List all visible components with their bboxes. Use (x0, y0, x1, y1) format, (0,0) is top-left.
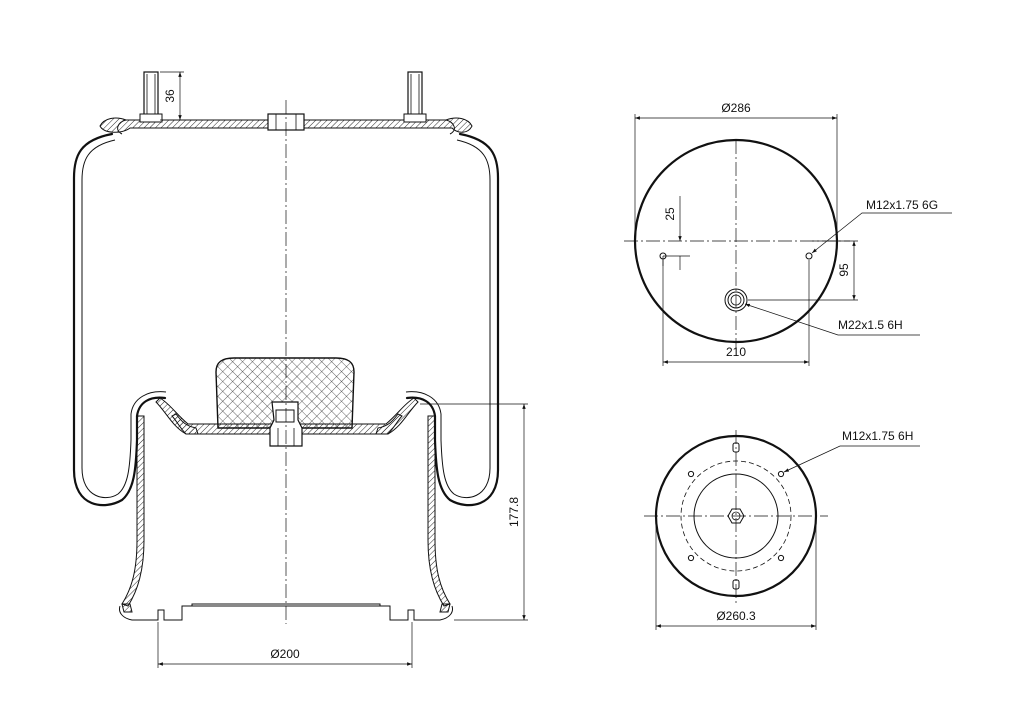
section-view: 36 177.8 Ø200 (72, 71, 528, 668)
bellows-outer-wall (72, 132, 167, 507)
bottom-view: Ø260.3 M12x1.75 6H (644, 429, 920, 630)
top-view: Ø286 25 95 210 M12x1.75 6G M22x1.5 6H (624, 101, 952, 366)
bellows-inner-wall (81, 139, 167, 498)
air-inlet-circle-outer (724, 288, 748, 312)
dim-hole-spacing: 210 (726, 345, 746, 359)
right-stud (407, 71, 423, 121)
callout-air-inlet-thread: M22x1.5 6H (838, 318, 903, 332)
dim-offset-95: 95 (837, 263, 851, 277)
dim-bottom-bolt-circle: Ø260.3 (716, 609, 756, 623)
bellows-outer-wall-right (405, 132, 500, 507)
dim-top-dia: Ø286 (721, 101, 751, 115)
dim-stud-length: 36 (163, 89, 177, 103)
bellows-inner-wall-right (405, 139, 491, 498)
dim-piston-height: 177.8 (507, 497, 521, 527)
center-nut (727, 508, 745, 524)
piston-base (119, 603, 453, 621)
callout-top-stud-thread: M12x1.75 6G (866, 198, 938, 212)
dim-base-dia: Ø200 (270, 647, 300, 661)
left-stud (143, 71, 159, 121)
bumper (215, 357, 355, 429)
piston-right-wall (427, 415, 451, 607)
piston-left-wall (121, 415, 145, 607)
callout-bottom-hole-thread: M12x1.75 6H (842, 429, 913, 443)
dim-offset-25: 25 (663, 207, 677, 221)
piston-top-section (155, 397, 419, 435)
top-stud-right (805, 252, 813, 260)
